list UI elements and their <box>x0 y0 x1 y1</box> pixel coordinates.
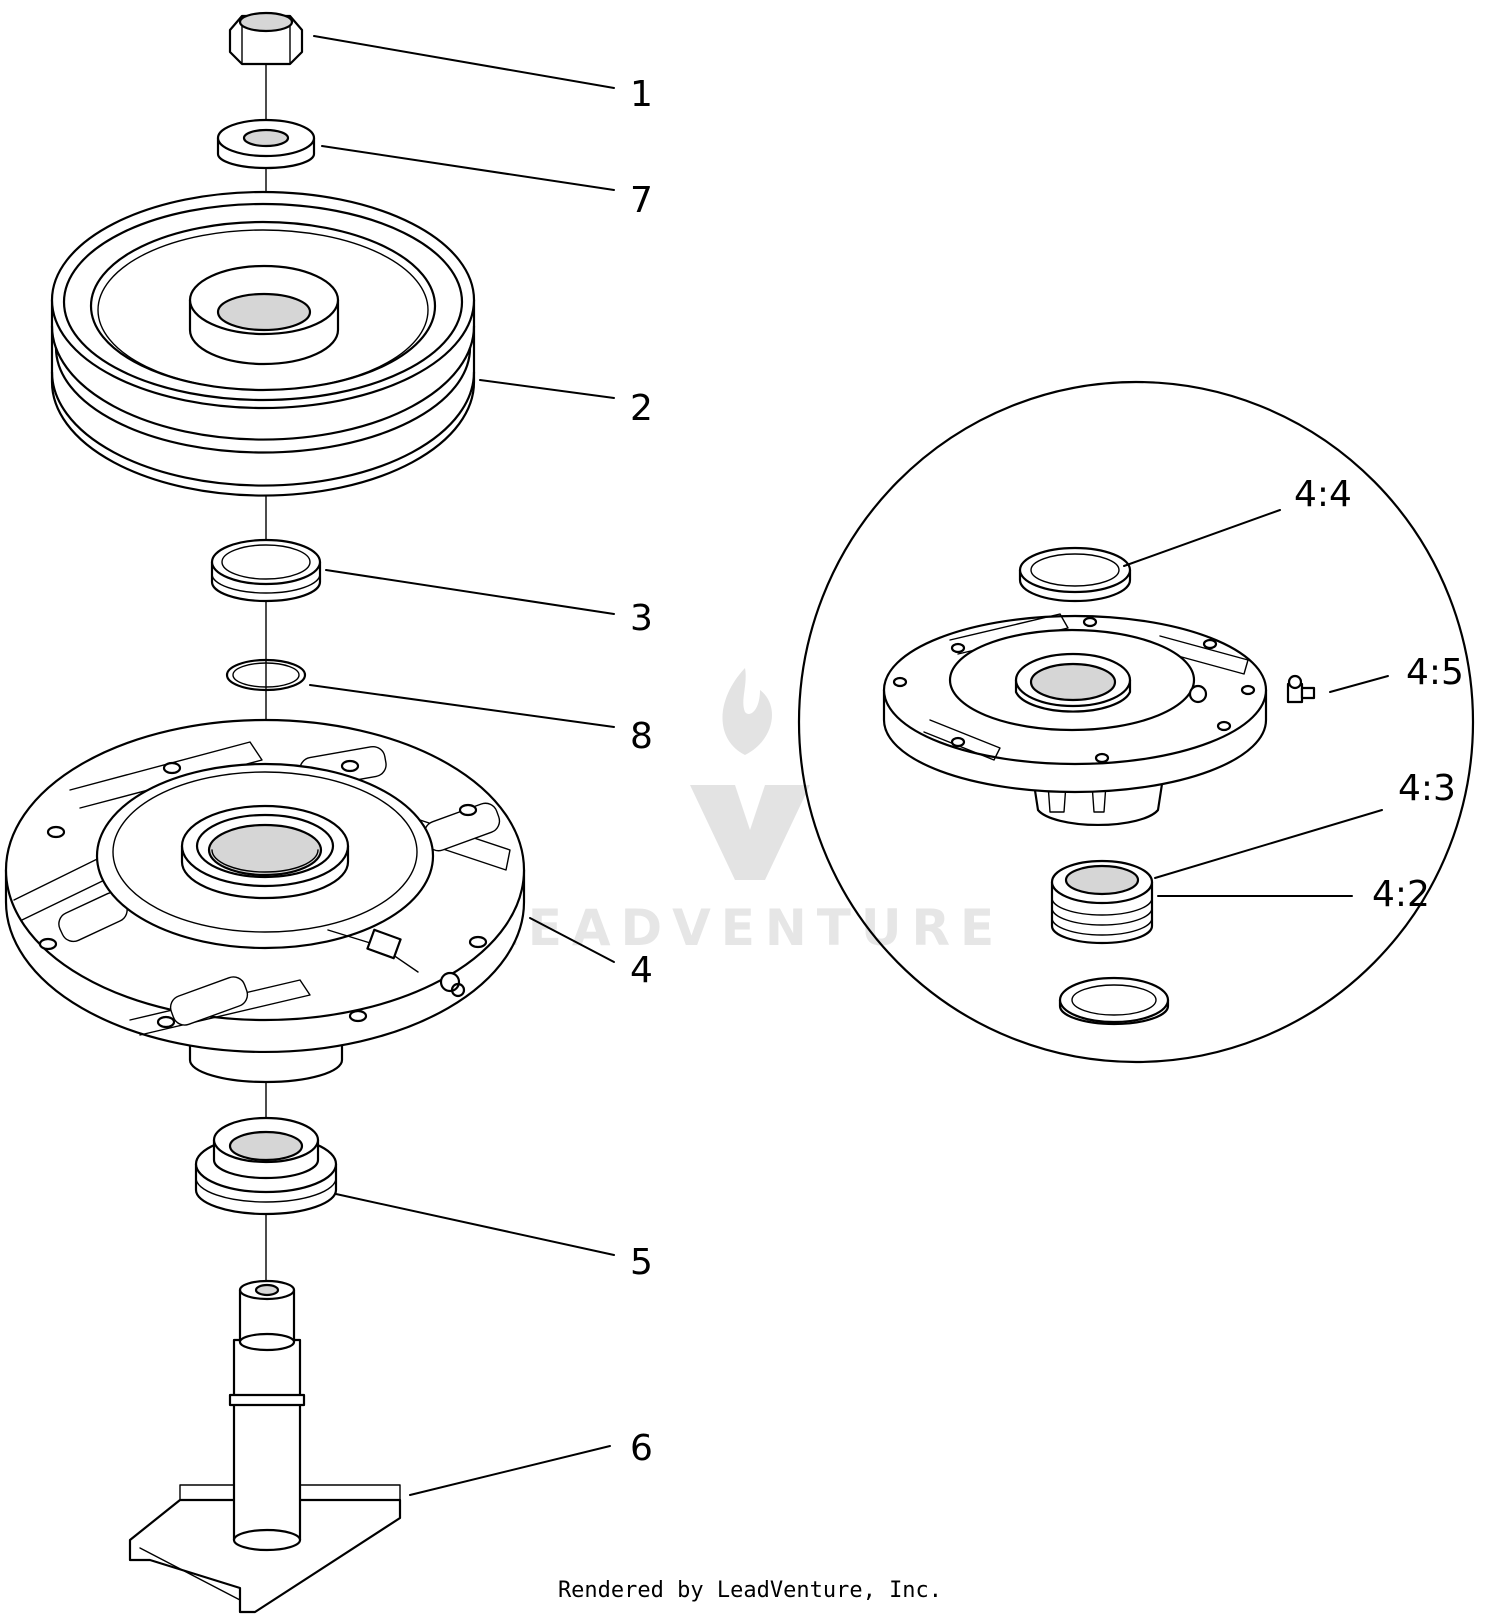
callout-4-2: 4:2 <box>1372 874 1430 915</box>
leader-lines <box>309 35 1389 1496</box>
detail-part-4-5-fitting <box>1286 674 1316 704</box>
watermark-text: LEADVENTURE <box>486 899 1004 957</box>
callout-7: 7 <box>630 180 653 221</box>
part-3-ring <box>210 538 322 603</box>
part-6-spindle <box>128 1279 402 1614</box>
callout-3: 3 <box>630 598 653 639</box>
part-8-o-ring <box>225 658 307 692</box>
detail-part-4-2-4-3-bearing <box>1050 859 1154 945</box>
callout-2: 2 <box>630 388 653 429</box>
callout-4-4: 4:4 <box>1294 474 1352 515</box>
callout-4: 4 <box>630 950 653 991</box>
callout-4-3: 4:3 <box>1398 768 1456 809</box>
flame-icon <box>722 668 772 755</box>
part-5-bearing <box>194 1116 338 1216</box>
detail-part-4-4-ring <box>1018 546 1132 603</box>
part-1-nut <box>228 11 304 66</box>
logo-chevron-icon <box>690 785 810 880</box>
callout-4-5: 4:5 <box>1406 652 1464 693</box>
footer-credit: Rendered by LeadVenture, Inc. <box>557 1578 943 1603</box>
callout-5: 5 <box>630 1242 653 1283</box>
part-7-washer <box>216 118 316 170</box>
detail-lower-ring <box>1058 976 1170 1026</box>
part-2-pulley <box>50 190 476 497</box>
callout-6: 6 <box>630 1428 653 1469</box>
part-4-housing <box>4 718 526 1084</box>
detail-housing <box>882 613 1268 827</box>
callout-8: 8 <box>630 716 653 757</box>
watermark-logo: LEADVENTURE <box>486 668 1004 957</box>
callout-1: 1 <box>630 74 653 115</box>
detail-view-circle <box>797 380 1475 1064</box>
